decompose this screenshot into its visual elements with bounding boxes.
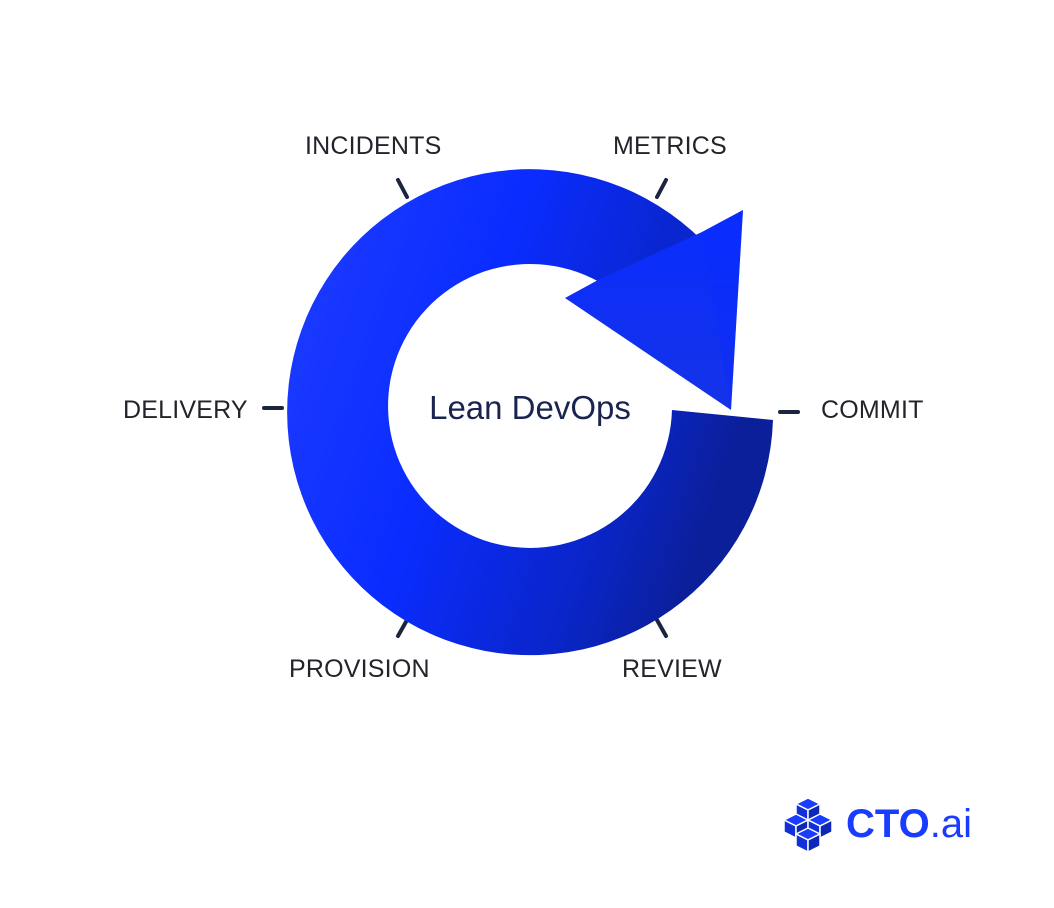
stage-label-provision: PROVISION <box>289 655 430 683</box>
brand-suffix: .ai <box>929 802 972 846</box>
tick-review <box>655 618 668 638</box>
stage-label-delivery: DELIVERY <box>123 396 248 424</box>
tick-provision <box>396 618 409 638</box>
stage-label-metrics: METRICS <box>613 132 727 160</box>
brand-name: CTO <box>846 802 930 846</box>
center-title: Lean DevOps <box>429 389 631 426</box>
cubes-logo-icon <box>783 797 833 853</box>
brand-logo: CTO.ai <box>784 794 972 854</box>
stage-label-incidents: INCIDENTS <box>305 132 442 160</box>
brand-wordmark: CTO.ai <box>846 804 972 844</box>
cycle-arrowhead <box>565 210 743 410</box>
cycle-ring <box>287 169 773 656</box>
stage-label-review: REVIEW <box>622 655 722 683</box>
tick-incidents <box>396 178 409 199</box>
tick-metrics <box>655 178 668 199</box>
stage-label-commit: COMMIT <box>821 396 924 424</box>
arrowhead-shade <box>702 210 743 410</box>
tick-marks <box>262 178 800 638</box>
